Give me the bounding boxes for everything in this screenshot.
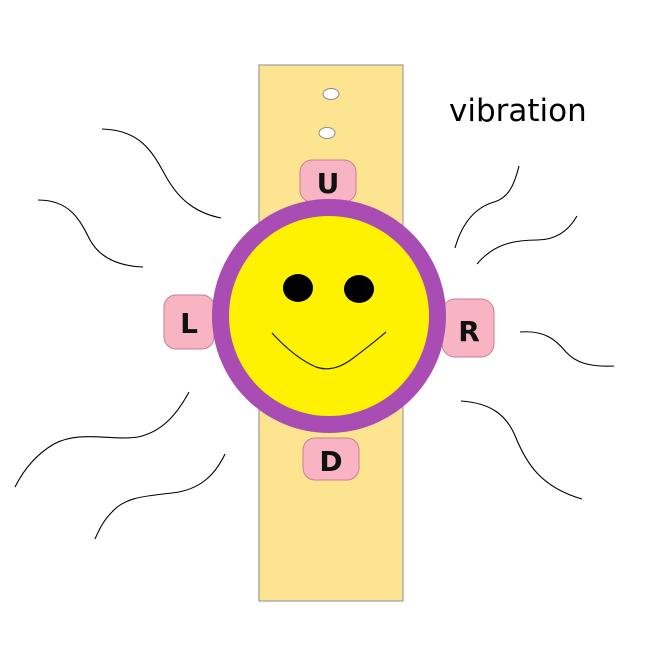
vibration-lines-right — [454, 165, 615, 500]
down-button[interactable]: D — [302, 437, 360, 481]
vibration-line — [454, 165, 520, 249]
vibration-line — [94, 453, 226, 540]
right-button-label: R — [458, 315, 480, 348]
strap-hole-2 — [318, 127, 336, 139]
vibration-label: vibration — [449, 93, 587, 129]
vibration-line — [519, 331, 615, 367]
down-button-body — [302, 437, 360, 481]
vibration-line — [14, 391, 190, 488]
right-eye — [344, 275, 374, 303]
vibration-lines-left — [14, 128, 226, 540]
left-button[interactable]: L — [163, 294, 215, 350]
left-button-label: L — [180, 307, 198, 340]
vibration-line — [37, 199, 144, 268]
watch-face — [229, 216, 429, 416]
smile-mouth — [271, 331, 387, 370]
vibration-line — [101, 128, 222, 219]
up-button[interactable]: U — [299, 159, 357, 203]
strap-hole-1 — [322, 88, 340, 100]
left-eye — [283, 274, 313, 302]
down-button-label: D — [319, 445, 342, 478]
vibration-line — [476, 215, 578, 265]
right-button[interactable]: R — [441, 298, 495, 358]
up-button-label: U — [317, 167, 340, 200]
vibration-line — [460, 400, 583, 500]
